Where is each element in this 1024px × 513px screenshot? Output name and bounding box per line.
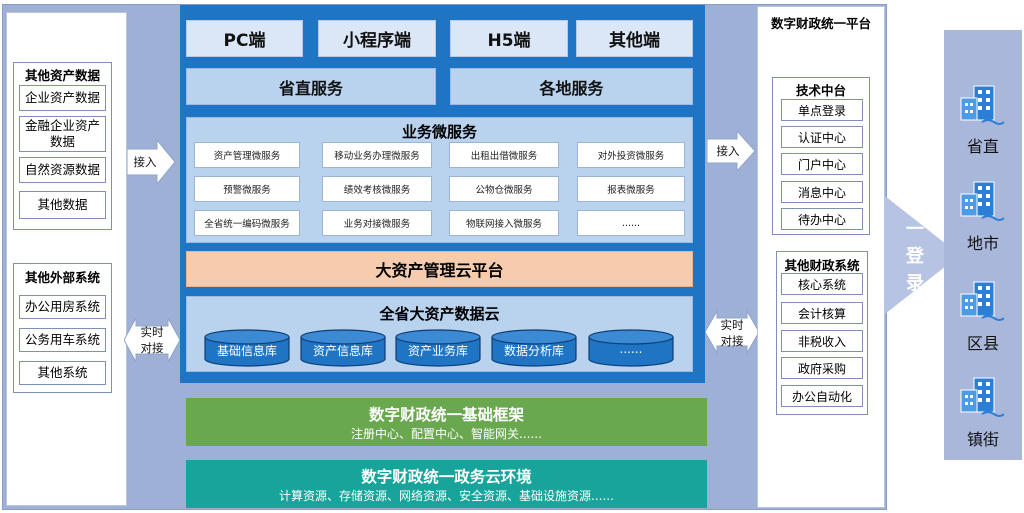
login-char: 一 [906,219,924,240]
db-label: 基础信息库 [216,344,277,358]
location-city: 地市 [966,234,999,253]
unified-cloud-environment: 数字财政统一政务云环境 计算资源、存储资源、网络资源、安全资源、基础设施资源..… [186,460,707,508]
cloud-environment-subtitle: 计算资源、存储资源、网络资源、安全资源、基础设施资源...... [279,489,614,503]
government-procurement: 政府采购 [781,357,863,379]
location-provincial: 省直 [966,137,999,156]
business-microservices-title: 业务微服务 [401,123,477,141]
building-icon [960,377,1004,417]
office-building-system: 办公用房系统 [19,295,106,319]
single-sign-on: 单点登录 [781,99,863,121]
microservice-cell: 公物仓微服务 [449,176,559,202]
big-asset-management-cloud-platform: 大资产管理云平台 [186,251,693,287]
db-label: 资产业务库 [407,344,468,358]
access-arrow-left [127,140,176,184]
microservice-cell: 全省统一编码微服务 [194,210,300,236]
microservice-cell: 报表微服务 [577,176,685,202]
pc-client: PC端 [186,20,303,57]
microservice-cell: 业务对接微服务 [322,210,432,236]
microservice-cell: 移动业务办理微服务 [322,142,432,168]
realtime-label-left-1: 实时 [140,325,164,339]
provincial-service: 省直服务 [186,68,436,105]
non-tax-revenue: 非税收入 [781,330,863,352]
location-town: 镇街 [966,430,999,449]
database-icon [204,329,290,367]
official-vehicle-system: 公务用车系统 [19,328,106,352]
other-client: 其他端 [576,20,693,57]
office-automation: 办公自动化 [781,385,863,407]
login-char: 录 [906,273,924,294]
login-char: 登 [906,246,924,267]
portal-center: 门户中心 [781,153,863,175]
access-label-left: 接入 [133,155,157,169]
database-icon [395,329,481,367]
enterprise-asset-data: 企业资产数据 [19,85,106,111]
accounting: 会计核算 [781,302,863,324]
other-external-systems-title: 其他外部系统 [24,270,100,285]
financial-enterprise-asset-data: 金融企业资产数据 [19,116,106,152]
realtime-label-right-1: 实时 [720,318,744,332]
db-label: 资产信息库 [312,344,373,358]
building-icon [960,85,1004,125]
building-icon [960,181,1004,221]
microservice-cell: ...... [577,210,685,236]
platform-title: 数字财政统一平台 [770,16,871,31]
database-icon [300,329,386,367]
other-system: 其他系统 [19,361,106,385]
database-icon [588,329,674,367]
building-icon [960,281,1004,321]
realtime-label-right-2: 对接 [720,334,744,348]
base-framework-title: 数字财政统一基础框架 [368,406,524,424]
microservice-cell: 资产管理微服务 [194,142,300,168]
login-char: 统 [906,192,924,213]
auth-center: 认证中心 [781,126,863,148]
core-system: 核心系统 [781,273,863,295]
natural-resource-data: 自然资源数据 [19,157,106,183]
tech-middle-platform-title: 技术中台 [795,83,846,98]
other-external-systems-group: 其他外部系统 办公用房系统 公务用车系统 其他系统 [13,263,112,393]
access-arrow-right [707,131,756,171]
unified-login: 统 一 登 录 [891,30,939,460]
microservice-cell: 物联网接入微服务 [449,210,559,236]
microservice-cell: 绩效考核微服务 [322,176,432,202]
other-asset-data-title: 其他资产数据 [24,68,100,83]
message-center: 消息中心 [781,181,863,203]
provincial-asset-data-cloud-title: 全省大资产数据云 [379,305,500,323]
other-asset-data-group: 其他资产数据 企业资产数据 金融企业资产数据 自然资源数据 其他数据 [13,62,112,230]
unified-base-framework: 数字财政统一基础框架 注册中心、配置中心、智能网关...... [186,398,707,446]
realtime-label-left-2: 对接 [140,341,164,355]
other-data: 其他数据 [19,191,106,219]
realtime-arrow-left [124,317,180,363]
location-county: 区县 [966,334,999,353]
access-label-right: 接入 [716,144,740,158]
base-framework-subtitle: 注册中心、配置中心、智能网关...... [351,427,542,441]
microservice-cell: 出租出借微服务 [449,142,559,168]
db-label: 数据分析库 [503,344,564,358]
mini-program-client: 小程序端 [318,20,436,57]
todo-center: 待办中心 [781,208,863,230]
db-label: ...... [619,342,643,356]
cloud-environment-title: 数字财政统一政务云环境 [361,468,532,486]
realtime-arrow-right [705,309,759,355]
microservice-cell: 对外投资微服务 [577,142,685,168]
local-service: 各地服务 [450,68,693,105]
h5-client: H5端 [450,20,568,57]
microservice-cell: 预警微服务 [194,176,300,202]
database-icon [491,329,577,367]
other-finance-systems-title: 其他财政系统 [784,258,860,273]
